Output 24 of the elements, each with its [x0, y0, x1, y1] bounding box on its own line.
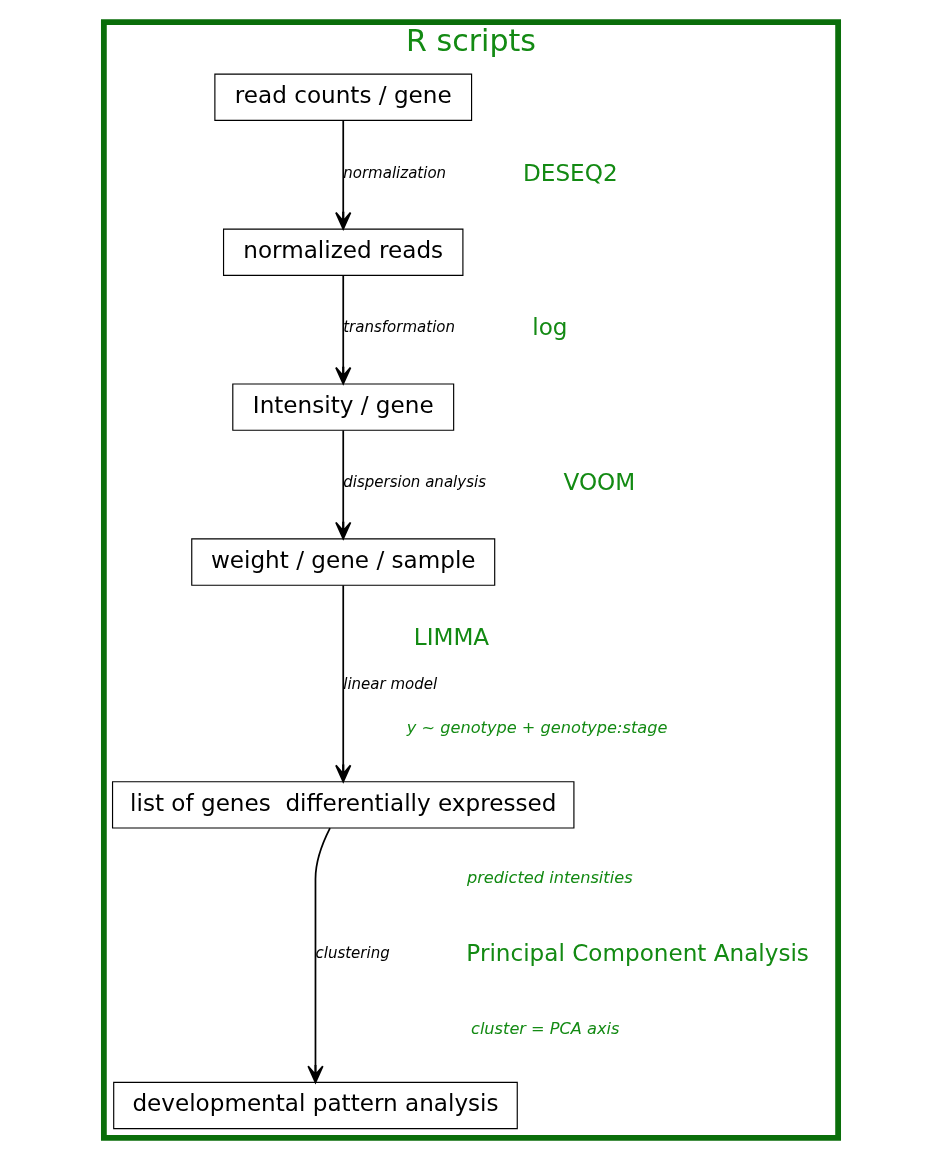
label: log: [531, 314, 568, 341]
label: VOOM: [563, 469, 635, 496]
arrow: [334, 119, 351, 230]
node-box: developmental pattern analysis: [112, 1081, 518, 1130]
label: Principal Component Analysis: [465, 940, 809, 966]
label: predicted intensities: [466, 868, 633, 888]
edge-label: dispersion analysis: [342, 473, 486, 492]
node-box: list of genes differentially expressed: [111, 781, 574, 829]
node-box: normalized reads: [222, 228, 463, 276]
edge-label: transformation: [342, 318, 455, 337]
edge-label: clustering: [314, 943, 390, 962]
arrow: [334, 429, 351, 540]
arrow: [306, 827, 331, 1084]
label: cluster = PCA axis: [470, 1018, 619, 1038]
label: y ~ genotype + genotype:stage: [406, 717, 667, 737]
arrow: [334, 584, 351, 783]
node-box: Intensity / gene: [231, 383, 454, 431]
node-box: read counts / gene: [213, 73, 472, 121]
node-box: weight / gene / sample: [190, 538, 495, 586]
edge-label: linear model: [342, 674, 437, 693]
label: LIMMA: [413, 624, 489, 651]
arrow: [334, 274, 351, 385]
label: DESEQ2: [522, 159, 618, 186]
edge-label: normalization: [342, 163, 446, 182]
